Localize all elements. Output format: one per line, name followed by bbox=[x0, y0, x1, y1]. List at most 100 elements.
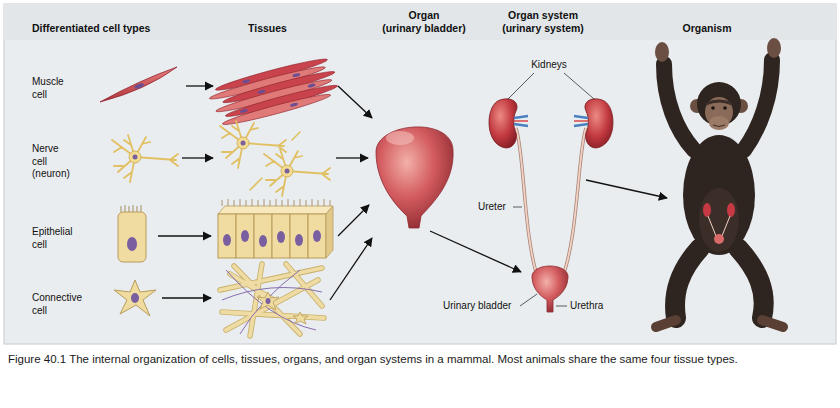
connective-tissue bbox=[220, 264, 324, 336]
arrow bbox=[186, 85, 213, 86]
part-label: Urinary bladder bbox=[443, 300, 511, 312]
nerve-tissue bbox=[220, 121, 286, 168]
muscle-tissue bbox=[221, 91, 331, 128]
panel-ground bbox=[4, 4, 836, 40]
chimpanzee bbox=[655, 38, 783, 327]
epithelial-cell bbox=[118, 212, 146, 262]
cell-type-label: Connective cell bbox=[32, 292, 82, 317]
urinary-system bbox=[532, 266, 568, 312]
leader-line bbox=[513, 207, 522, 208]
nerve-cell bbox=[112, 135, 178, 182]
column-heading: Organ system bbox=[480, 9, 606, 22]
nerve-cell bbox=[112, 135, 178, 182]
chimpanzee bbox=[656, 320, 676, 327]
urinary-system bbox=[562, 128, 586, 278]
arrow bbox=[158, 235, 211, 236]
part-label: Urethra bbox=[570, 300, 603, 312]
epithelial-tissue bbox=[218, 206, 333, 214]
chimpanzee bbox=[655, 42, 669, 62]
chimpanzee bbox=[762, 320, 783, 327]
arrow bbox=[338, 205, 369, 236]
epithelial-tissue bbox=[295, 234, 303, 246]
urinary-system bbox=[489, 99, 517, 148]
epithelial-tissue bbox=[218, 199, 333, 258]
muscle-tissue bbox=[292, 73, 301, 78]
column-heading: Organism bbox=[671, 22, 743, 35]
arrow bbox=[182, 157, 213, 158]
urinary-bladder-organ bbox=[386, 131, 414, 145]
chimpanzee bbox=[713, 125, 725, 127]
chimpanzee bbox=[738, 248, 764, 318]
epithelial-tissue bbox=[222, 199, 330, 206]
urinary-system bbox=[514, 120, 588, 122]
connective-cell bbox=[131, 293, 139, 303]
epithelial-cell bbox=[127, 237, 137, 251]
chimpanzee bbox=[744, 60, 772, 150]
chimpanzee bbox=[675, 248, 700, 318]
chimpanzee bbox=[664, 64, 694, 150]
chimpanzee bbox=[683, 135, 755, 255]
arrow bbox=[158, 86, 667, 300]
urinary-system bbox=[585, 99, 613, 148]
panel-ground bbox=[4, 4, 836, 344]
cell-type-label: Epithelial cell bbox=[32, 226, 73, 251]
urinary-system bbox=[516, 128, 538, 278]
muscle-cell bbox=[100, 67, 177, 102]
connective-cell bbox=[114, 280, 156, 316]
chimpanzee bbox=[706, 101, 732, 104]
urinary-system bbox=[489, 99, 613, 312]
arrow bbox=[586, 180, 667, 198]
muscle-cell bbox=[134, 82, 145, 89]
epithelial-cell bbox=[121, 205, 141, 212]
epithelial-tissue bbox=[272, 214, 290, 258]
epithelial-tissue bbox=[223, 234, 231, 246]
cell-type-label: Muscle cell bbox=[32, 76, 64, 101]
muscle-tissue bbox=[240, 108, 249, 113]
leader-line bbox=[520, 294, 537, 306]
chimpanzee bbox=[711, 106, 715, 110]
nerve-tissue bbox=[250, 132, 300, 190]
epithelial-tissue bbox=[313, 230, 321, 242]
column-heading: Tissues bbox=[248, 22, 287, 35]
chimpanzee bbox=[727, 203, 735, 217]
connective-cell bbox=[114, 280, 156, 316]
epithelial-tissue bbox=[218, 214, 236, 258]
chimpanzee bbox=[709, 116, 729, 130]
epithelial-tissue bbox=[308, 214, 326, 258]
urinary-bladder-organ bbox=[376, 127, 453, 228]
epithelial-tissue bbox=[236, 214, 254, 258]
cell-type-label: Nerve cell (neuron) bbox=[32, 143, 70, 181]
column-heading: Organ bbox=[364, 9, 484, 22]
panel-ground bbox=[4, 4, 836, 344]
epithelial-tissue bbox=[277, 231, 285, 243]
connective-tissue bbox=[266, 298, 271, 304]
chimpanzee bbox=[767, 38, 781, 58]
chimpanzee bbox=[699, 188, 739, 252]
leader-line bbox=[508, 73, 534, 99]
nerve-tissue bbox=[220, 121, 330, 196]
epithelial-cell bbox=[118, 205, 146, 262]
connective-tissue bbox=[220, 264, 324, 336]
arrow bbox=[330, 238, 372, 300]
column-subheading: (urinary bladder) bbox=[364, 22, 484, 35]
part-label: Kidneys bbox=[519, 59, 579, 71]
arrow bbox=[338, 86, 372, 118]
epithelial-tissue bbox=[254, 214, 272, 258]
figure-caption: Figure 40.1 The internal organization of… bbox=[8, 352, 832, 368]
muscle-tissue bbox=[307, 83, 316, 88]
chimpanzee bbox=[723, 106, 727, 110]
leader-line bbox=[564, 73, 594, 99]
epithelial-tissue bbox=[259, 235, 267, 247]
epithelial-tissue bbox=[241, 230, 249, 242]
chimpanzee bbox=[703, 203, 711, 217]
nerve-tissue bbox=[264, 149, 330, 196]
muscle-tissue bbox=[290, 102, 299, 107]
arrow bbox=[162, 297, 211, 298]
muscle-cell bbox=[100, 67, 177, 102]
urinary-system bbox=[562, 128, 586, 278]
connective-tissue bbox=[257, 292, 279, 310]
arrow bbox=[336, 157, 368, 158]
chimpanzee bbox=[714, 234, 724, 244]
connective-tissue bbox=[222, 270, 322, 334]
